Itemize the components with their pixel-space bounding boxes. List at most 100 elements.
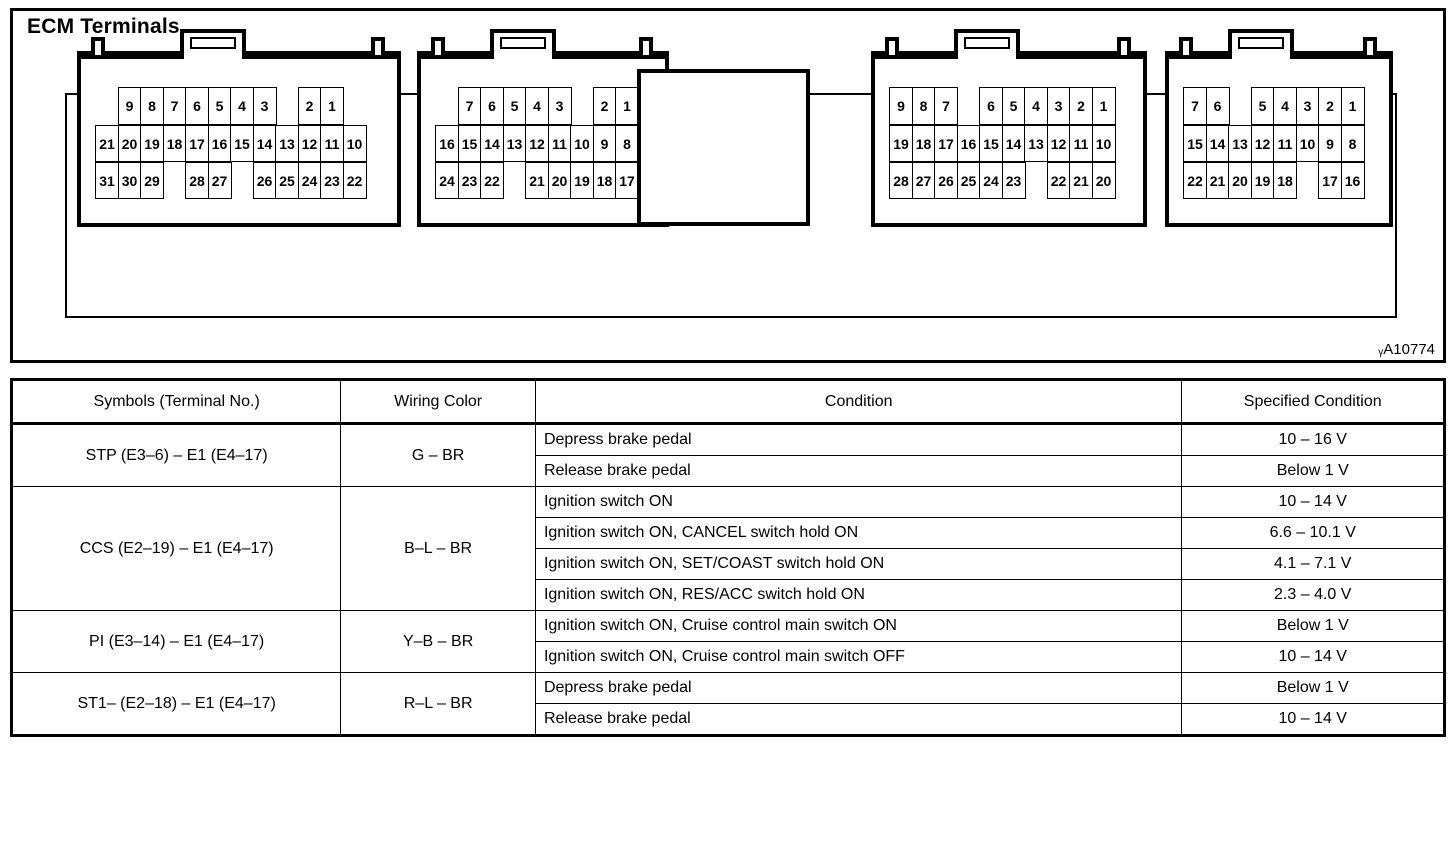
pin-cell: 28 bbox=[889, 162, 913, 199]
pin-cell: 11 bbox=[547, 125, 572, 162]
pin-cell: 8 bbox=[911, 87, 936, 125]
pin-cell: 2 bbox=[1318, 87, 1342, 125]
pin-cell: 21 bbox=[1205, 162, 1230, 199]
pin-cell: 18 bbox=[1273, 162, 1297, 199]
pin-cell: 23 bbox=[1001, 162, 1026, 199]
pin-cell: 17 bbox=[185, 125, 209, 162]
table-header: Symbols (Terminal No.) Wiring Color Cond… bbox=[10, 379, 1445, 425]
pin-cell: 23 bbox=[457, 162, 482, 199]
pin-cell: 6 bbox=[480, 87, 504, 125]
pin-cell-empty bbox=[1024, 162, 1048, 199]
column-header-symbols: Symbols (Terminal No.) bbox=[10, 379, 342, 425]
pin-cell: 14 bbox=[1205, 125, 1230, 162]
connector-top-edge-left bbox=[417, 51, 494, 59]
pin-cell-empty bbox=[343, 87, 367, 125]
pin-cell: 15 bbox=[979, 125, 1003, 162]
pin-cell: 25 bbox=[956, 162, 981, 199]
ecm-terminals-diagram: ECM Terminals E5E4E3E2 98765432121201918… bbox=[10, 8, 1446, 363]
pin-cell: 18 bbox=[162, 125, 187, 162]
pin-cell-empty bbox=[435, 87, 459, 125]
table-row: Ignition switch ON, CANCEL switch hold O… bbox=[12, 517, 1445, 549]
cell-specified-condition: 2.3 – 4.0 V bbox=[1181, 579, 1445, 611]
pin-cell: 16 bbox=[207, 125, 232, 162]
pin-cell: 25 bbox=[275, 162, 299, 199]
cell-symbol: STP (E3–6) – E1 (E4–17) bbox=[10, 423, 342, 487]
page-title: ECM Terminals bbox=[27, 15, 180, 38]
pin-cell: 19 bbox=[140, 125, 164, 162]
pin-cell: 12 bbox=[1250, 125, 1275, 162]
connector-tab-right bbox=[1117, 37, 1131, 55]
pin-cell: 15 bbox=[230, 125, 254, 162]
pin-cell: 8 bbox=[1340, 125, 1365, 162]
table-row: Ignition switch ON, Cruise control main … bbox=[12, 641, 1445, 673]
pin-cell-empty bbox=[1228, 87, 1252, 125]
pin-cell: 9 bbox=[117, 87, 142, 125]
cell-condition: Ignition switch ON, SET/COAST switch hol… bbox=[534, 548, 1183, 580]
pin-cell: 19 bbox=[889, 125, 913, 162]
pin-cell: 31 bbox=[95, 162, 119, 199]
pin-cell: 13 bbox=[1024, 125, 1048, 162]
cell-specified-condition: 10 – 16 V bbox=[1181, 423, 1445, 456]
pin-cell: 16 bbox=[956, 125, 981, 162]
pin-cell: 17 bbox=[934, 125, 958, 162]
connector-tab-right bbox=[639, 37, 653, 55]
cell-symbol: PI (E3–14) – E1 (E4–17) bbox=[10, 610, 342, 673]
pin-cell: 19 bbox=[1250, 162, 1275, 199]
connector-tab-right bbox=[371, 37, 385, 55]
pin-cell: 22 bbox=[342, 162, 367, 199]
cell-specified-condition: Below 1 V bbox=[1181, 672, 1445, 704]
pin-cell: 12 bbox=[1046, 125, 1071, 162]
pin-cell: 13 bbox=[275, 125, 299, 162]
pin-cell-empty bbox=[230, 162, 254, 199]
pin-cell: 10 bbox=[1295, 125, 1320, 162]
pin-cell: 2 bbox=[297, 87, 322, 125]
connector-top-edge-left bbox=[871, 51, 958, 59]
cell-specified-condition: 10 – 14 V bbox=[1181, 703, 1445, 736]
pin-cell: 27 bbox=[207, 162, 232, 199]
pin-cell: 4 bbox=[230, 87, 254, 125]
connector-key-slot bbox=[500, 37, 546, 49]
pin-cell: 17 bbox=[1318, 162, 1342, 199]
pin-cell: 24 bbox=[435, 162, 459, 199]
cell-condition: Depress brake pedal bbox=[534, 672, 1183, 704]
pin-cell-empty bbox=[163, 162, 187, 199]
pin-cell: 15 bbox=[457, 125, 482, 162]
pin-cell: 16 bbox=[435, 125, 459, 162]
pin-cell: 7 bbox=[162, 87, 187, 125]
pin-cell: 9 bbox=[1318, 125, 1342, 162]
pin-cell: 21 bbox=[95, 125, 119, 162]
pin-cell: 5 bbox=[1001, 87, 1026, 125]
pin-cell: 20 bbox=[1091, 162, 1116, 199]
pin-cell: 20 bbox=[1228, 162, 1252, 199]
reference-code-value: A10774 bbox=[1383, 341, 1435, 358]
connector-top-edge-left bbox=[77, 51, 184, 59]
pin-cell: 1 bbox=[320, 87, 344, 125]
pin-cell: 21 bbox=[1069, 162, 1093, 199]
pin-cell: 20 bbox=[117, 125, 142, 162]
pin-cell: 14 bbox=[1001, 125, 1026, 162]
connector-top-edge-left bbox=[1165, 51, 1232, 59]
connector-tab-left bbox=[91, 37, 105, 55]
cell-specified-condition: 6.6 – 10.1 V bbox=[1181, 517, 1445, 549]
pin-cell: 1 bbox=[615, 87, 639, 125]
pin-cell: 6 bbox=[979, 87, 1003, 125]
cell-condition: Ignition switch ON, Cruise control main … bbox=[534, 641, 1183, 673]
pin-cell: 22 bbox=[1046, 162, 1071, 199]
cell-condition: Depress brake pedal bbox=[534, 423, 1183, 456]
pin-cell: 8 bbox=[615, 125, 639, 162]
cell-condition: Release brake pedal bbox=[534, 703, 1183, 736]
connector-tab-left bbox=[1179, 37, 1193, 55]
